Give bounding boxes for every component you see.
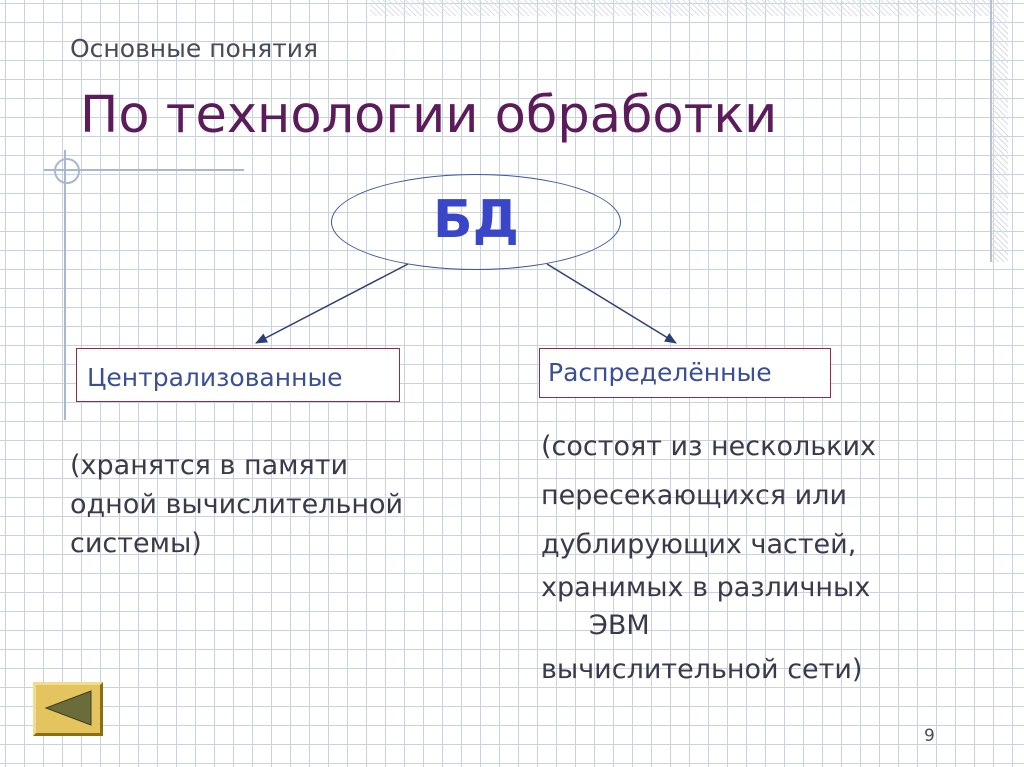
back-button[interactable] — [33, 682, 103, 736]
description-line: (хранятся в памяти — [70, 450, 349, 481]
slide-subtitle: Основные понятия — [70, 34, 319, 63]
description-line: ЭВМ — [589, 610, 650, 641]
description-centralized: (хранятся в памяти одной вычислительной … — [70, 446, 403, 563]
page-number: 9 — [924, 726, 935, 746]
arrow-to-distributed — [546, 263, 677, 344]
branch-box-distributed: Распределённые — [539, 348, 831, 398]
description-distributed: (состоят из нескольких пересекающихся ил… — [541, 422, 876, 694]
center-node-ellipse: БД — [331, 174, 621, 270]
arrow-to-centralized — [255, 263, 409, 344]
branch-box-centralized: Централизованные — [76, 348, 400, 402]
description-line: (состоят из нескольких — [541, 431, 876, 462]
description-line: дублирующих частей, — [541, 529, 857, 560]
description-line: пересекающихся или — [541, 480, 848, 511]
slide-title: По технологии обработки — [80, 86, 778, 145]
description-line: системы) — [70, 528, 202, 559]
description-line: одной вычислительной — [70, 489, 404, 520]
branch-label-distributed: Распределённые — [548, 358, 772, 387]
description-line: вычислительной сети) — [541, 654, 863, 685]
branch-label-centralized: Централизованные — [87, 363, 343, 392]
triangle-left-icon — [44, 690, 92, 726]
description-line: хранимых в различных — [541, 572, 871, 603]
center-node-label: БД — [433, 190, 519, 250]
